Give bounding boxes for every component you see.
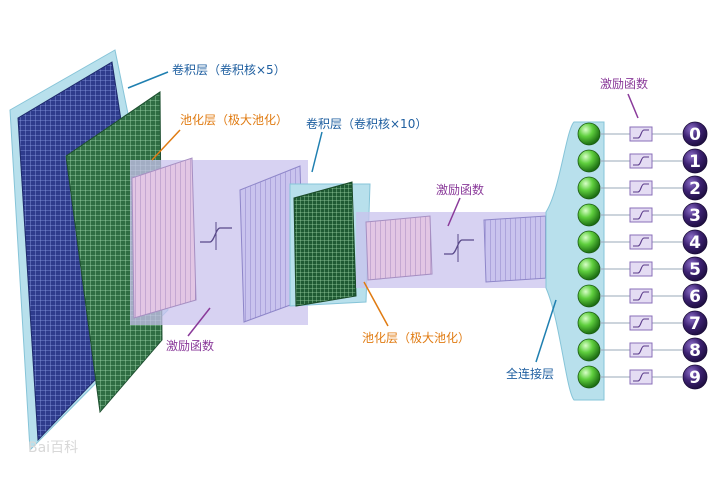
fc-node bbox=[577, 257, 601, 281]
fc-input-map bbox=[483, 215, 549, 283]
act3-arrow bbox=[627, 93, 639, 119]
fc-node bbox=[577, 284, 601, 308]
act1-label: 激励函数 bbox=[166, 338, 214, 353]
fc-node bbox=[577, 338, 601, 362]
fc-label: 全连接层 bbox=[506, 366, 554, 381]
fc-node bbox=[577, 176, 601, 200]
pool2-arrow bbox=[363, 281, 389, 327]
output-digit-label: 4 bbox=[689, 233, 701, 253]
act1-sigmoid-icon bbox=[200, 222, 232, 250]
conv2-label: 卷积层（卷积核×10） bbox=[306, 116, 427, 131]
output-digit-label: 0 bbox=[689, 125, 701, 145]
output-digit-circle bbox=[682, 175, 708, 201]
pool1-arrow bbox=[151, 129, 181, 161]
pool2-label: 池化层（极大池化） bbox=[362, 331, 470, 345]
output-digit-label: 3 bbox=[689, 206, 701, 226]
output-digit-circle bbox=[682, 283, 708, 309]
conv1-label: 卷积层（卷积核×5） bbox=[172, 62, 286, 77]
sigmoid-icon bbox=[633, 318, 649, 328]
fc-node bbox=[577, 203, 601, 227]
output-digit-circle bbox=[682, 121, 708, 147]
output-digit-label: 6 bbox=[689, 287, 701, 307]
output-digit-circle bbox=[682, 364, 708, 390]
output-digit-label: 7 bbox=[689, 314, 701, 334]
output-digit-label: 2 bbox=[689, 179, 701, 199]
sigmoid-icon bbox=[633, 129, 649, 139]
watermark: Bai百科 bbox=[28, 440, 78, 456]
act2-sigmoid-icon bbox=[444, 234, 474, 262]
fc-node bbox=[577, 149, 601, 173]
output-digit-label: 8 bbox=[689, 341, 701, 361]
fc-node bbox=[577, 365, 601, 389]
conv2-arrow bbox=[311, 131, 323, 173]
pool1-label: 池化层（极大池化） bbox=[180, 113, 288, 127]
output-digit-circle bbox=[682, 310, 708, 336]
act2-arrow bbox=[447, 197, 461, 227]
output-digit-label: 1 bbox=[689, 152, 701, 172]
sigmoid-icon bbox=[633, 264, 649, 274]
sigmoid-icon bbox=[633, 372, 649, 382]
pool2-feature-map bbox=[365, 215, 433, 281]
conv2-feature-map bbox=[293, 181, 357, 307]
output-digit-circle bbox=[682, 148, 708, 174]
output-digit-circle bbox=[682, 337, 708, 363]
sigmoid-icon bbox=[633, 210, 649, 220]
output-digit-circle bbox=[682, 256, 708, 282]
sigmoid-icon bbox=[633, 183, 649, 193]
sigmoid-icon bbox=[633, 237, 649, 247]
output-digit-label: 5 bbox=[689, 260, 701, 280]
output-digit-circle bbox=[682, 202, 708, 228]
conv1-arrow bbox=[127, 71, 169, 89]
fc-node bbox=[577, 311, 601, 335]
fc-node bbox=[577, 230, 601, 254]
output-digit-label: 9 bbox=[689, 368, 701, 388]
sigmoid-icon bbox=[633, 345, 649, 355]
act3-label: 激励函数 bbox=[600, 76, 648, 91]
act2-label: 激励函数 bbox=[436, 182, 484, 197]
sigmoid-icon bbox=[633, 156, 649, 166]
output-digit-circle bbox=[682, 229, 708, 255]
fc-arrow bbox=[535, 299, 557, 363]
act1-arrow bbox=[187, 307, 211, 337]
fc-node bbox=[577, 122, 601, 146]
sigmoid-icon bbox=[633, 291, 649, 301]
pool1-feature-map bbox=[131, 157, 197, 319]
